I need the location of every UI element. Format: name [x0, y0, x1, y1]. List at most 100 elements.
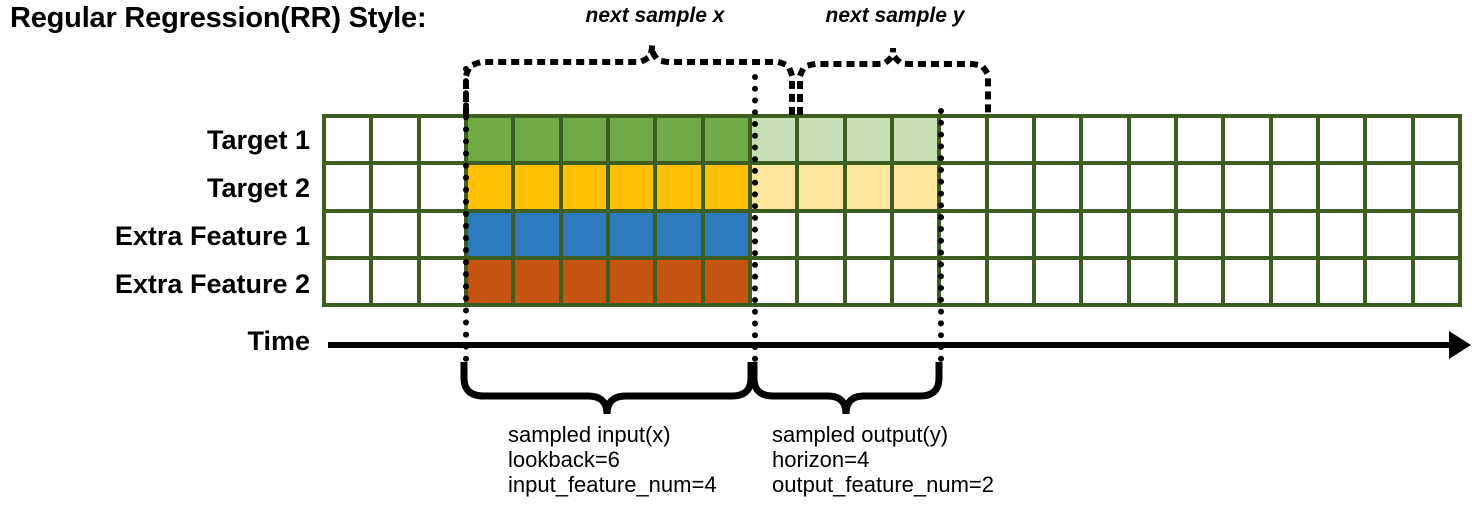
grid-cell	[467, 118, 512, 162]
grid-cell	[751, 165, 796, 209]
grid-cell	[515, 118, 559, 162]
grid-cell	[1319, 212, 1364, 256]
row-label-target-1: Target 1	[206, 125, 310, 155]
grid-cell	[1367, 259, 1411, 303]
grid-cell	[1130, 165, 1174, 209]
grid-cell	[704, 259, 748, 303]
grid-cell	[1083, 212, 1127, 256]
grid-cell	[1414, 212, 1458, 256]
grid-cell	[941, 165, 985, 209]
grid-cell	[1177, 118, 1222, 162]
grid-cell	[1225, 212, 1269, 256]
grid-cell	[1272, 165, 1316, 209]
grid-cell	[799, 259, 843, 303]
grid-cell	[420, 118, 464, 162]
grid-cell	[941, 118, 985, 162]
grid-cell	[1035, 212, 1080, 256]
grid-cell	[1225, 259, 1269, 303]
grid-cell	[657, 165, 701, 209]
grid-cell	[467, 165, 512, 209]
grid-cell	[657, 259, 701, 303]
grid-cell	[1272, 259, 1316, 303]
grid-cell	[1319, 165, 1364, 209]
grid-cell	[1035, 118, 1080, 162]
grid-cell	[1414, 118, 1458, 162]
grid-row-extra-feature-2	[326, 259, 1458, 303]
grid-cell	[1083, 165, 1127, 209]
time-axis-line	[328, 342, 1458, 348]
grid-cell	[326, 118, 370, 162]
grid-cell	[420, 212, 464, 256]
grid-cell	[1130, 212, 1174, 256]
grid-cell	[1035, 259, 1080, 303]
grid-cell	[562, 118, 606, 162]
grid-cell	[704, 118, 748, 162]
grid-cell	[941, 259, 985, 303]
grid-cell	[1414, 259, 1458, 303]
sampled-output-line-1: sampled output(y)	[772, 422, 949, 447]
grid-cell	[1367, 165, 1411, 209]
page-title: Regular Regression(RR) Style:	[10, 2, 427, 34]
row-label-extra-feature-2: Extra Feature 2	[114, 269, 310, 299]
sampled-input-line-3: input_feature_num=4	[508, 472, 717, 497]
sampled-input-caption: sampled input(x) lookback=6 input_featur…	[508, 422, 717, 497]
grid-cell	[1177, 259, 1222, 303]
grid-cell	[1035, 165, 1080, 209]
grid-cell	[373, 259, 417, 303]
grid-cell	[1272, 212, 1316, 256]
row-label-target-2: Target 2	[206, 173, 310, 203]
grid-cell	[609, 118, 654, 162]
grid-cell	[326, 165, 370, 209]
grid-cell	[373, 212, 417, 256]
timeline-grid	[322, 114, 1462, 307]
grid-cell	[373, 118, 417, 162]
grid-cell	[1225, 118, 1269, 162]
grid-cell	[846, 118, 890, 162]
grid-cell	[1177, 165, 1222, 209]
grid-cell	[893, 118, 938, 162]
grid-cell	[1272, 118, 1316, 162]
time-axis-label: Time	[247, 326, 310, 356]
grid-cell	[657, 212, 701, 256]
grid-cell	[893, 259, 938, 303]
grid-cell	[562, 165, 606, 209]
grid-cell	[988, 212, 1032, 256]
grid-cell	[326, 212, 370, 256]
sampled-output-line-3: output_feature_num=2	[772, 472, 995, 497]
brace-top-next-sample-y	[797, 47, 991, 115]
next-sample-x-label: next sample x	[585, 4, 725, 27]
grid-row-target-1	[326, 118, 1458, 162]
time-axis-arrowhead	[1449, 331, 1471, 359]
grid-cell	[751, 118, 796, 162]
grid-cell	[420, 259, 464, 303]
grid-cell	[609, 212, 654, 256]
grid-cell	[799, 165, 843, 209]
grid-cell	[373, 165, 417, 209]
grid-cell	[799, 118, 843, 162]
grid-cell	[1414, 165, 1458, 209]
sampled-output-line-2: horizon=4	[772, 447, 870, 472]
grid-cell	[1130, 259, 1174, 303]
grid-cell	[704, 165, 748, 209]
divider-output-end	[938, 108, 944, 362]
grid-cell	[609, 259, 654, 303]
grid-cell	[846, 212, 890, 256]
grid-cell	[1367, 212, 1411, 256]
grid-cell	[846, 165, 890, 209]
grid-cell	[1130, 118, 1174, 162]
grid-cell	[751, 259, 796, 303]
grid-cell	[1083, 259, 1127, 303]
sampled-input-line-2: lookback=6	[508, 447, 620, 472]
grid-cell	[988, 259, 1032, 303]
divider-input-end	[752, 74, 758, 362]
grid-cell	[609, 165, 654, 209]
grid-cell	[562, 259, 606, 303]
grid-cell	[988, 165, 1032, 209]
brace-bottom-sampled-input	[460, 362, 755, 415]
grid-cell	[704, 212, 748, 256]
grid-cell	[799, 212, 843, 256]
grid-cell	[846, 259, 890, 303]
grid-cell	[988, 118, 1032, 162]
grid-cell	[893, 165, 938, 209]
